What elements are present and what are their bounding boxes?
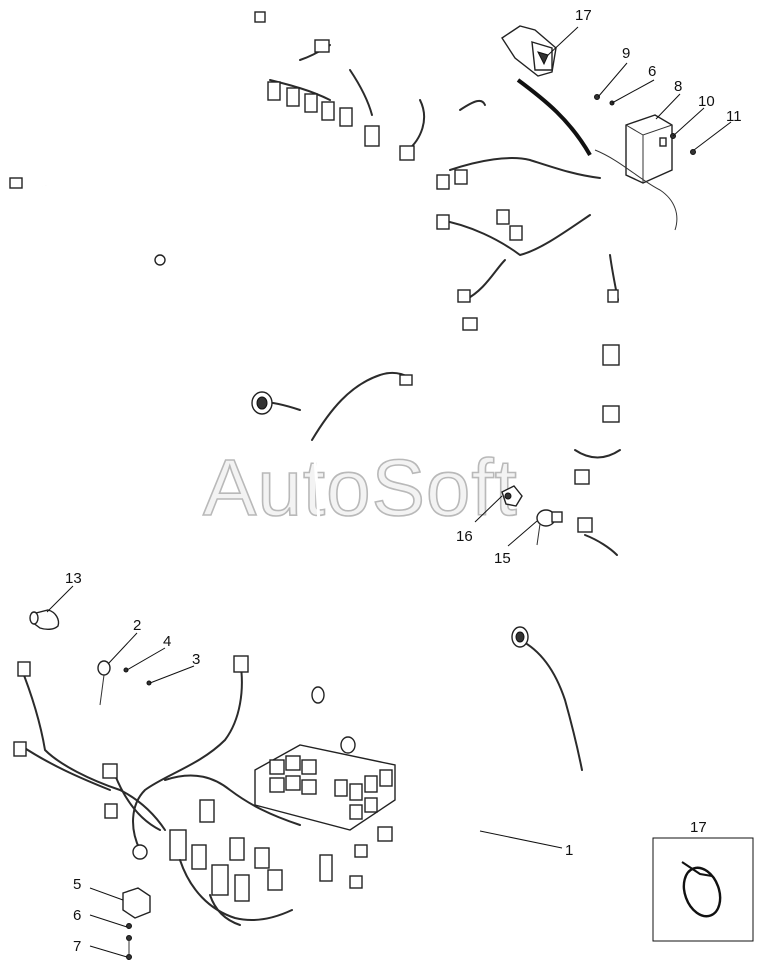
item-2-sensor bbox=[97, 660, 152, 706]
item-15-sensor bbox=[536, 509, 563, 546]
item-17-connector bbox=[501, 25, 592, 156]
callout-2: 2 bbox=[133, 617, 141, 634]
callout-6-bottom: 6 bbox=[73, 907, 81, 924]
leader-lines bbox=[46, 26, 732, 958]
callout-8: 8 bbox=[674, 78, 682, 95]
callout-labels: 17 9 6 8 10 11 16 15 13 2 4 3 1 5 6 7 17 bbox=[65, 7, 742, 955]
callout-4: 4 bbox=[163, 633, 171, 650]
callout-13: 13 bbox=[65, 570, 82, 587]
callout-11: 11 bbox=[726, 108, 742, 125]
lower-connector-cluster bbox=[169, 799, 333, 926]
callout-7: 7 bbox=[73, 938, 81, 955]
callout-1: 1 bbox=[565, 842, 573, 859]
fuse-relay-block bbox=[254, 744, 396, 831]
item-13-bulb bbox=[29, 609, 60, 631]
connectors bbox=[9, 11, 620, 889]
callout-5: 5 bbox=[73, 876, 81, 893]
inset-cable-tie bbox=[652, 837, 754, 942]
watermark: AutoSoft bbox=[203, 443, 518, 532]
callout-9: 9 bbox=[622, 45, 630, 62]
item-16-switch bbox=[501, 485, 523, 507]
control-module bbox=[594, 94, 696, 231]
item-5-bracket bbox=[122, 887, 151, 960]
callout-17-inset: 17 bbox=[690, 819, 707, 836]
callout-3: 3 bbox=[192, 651, 200, 668]
callout-15: 15 bbox=[494, 550, 511, 567]
callout-17-top: 17 bbox=[575, 7, 592, 24]
callout-10: 10 bbox=[698, 93, 715, 110]
callout-16: 16 bbox=[456, 528, 473, 545]
callout-6-top: 6 bbox=[648, 63, 656, 80]
